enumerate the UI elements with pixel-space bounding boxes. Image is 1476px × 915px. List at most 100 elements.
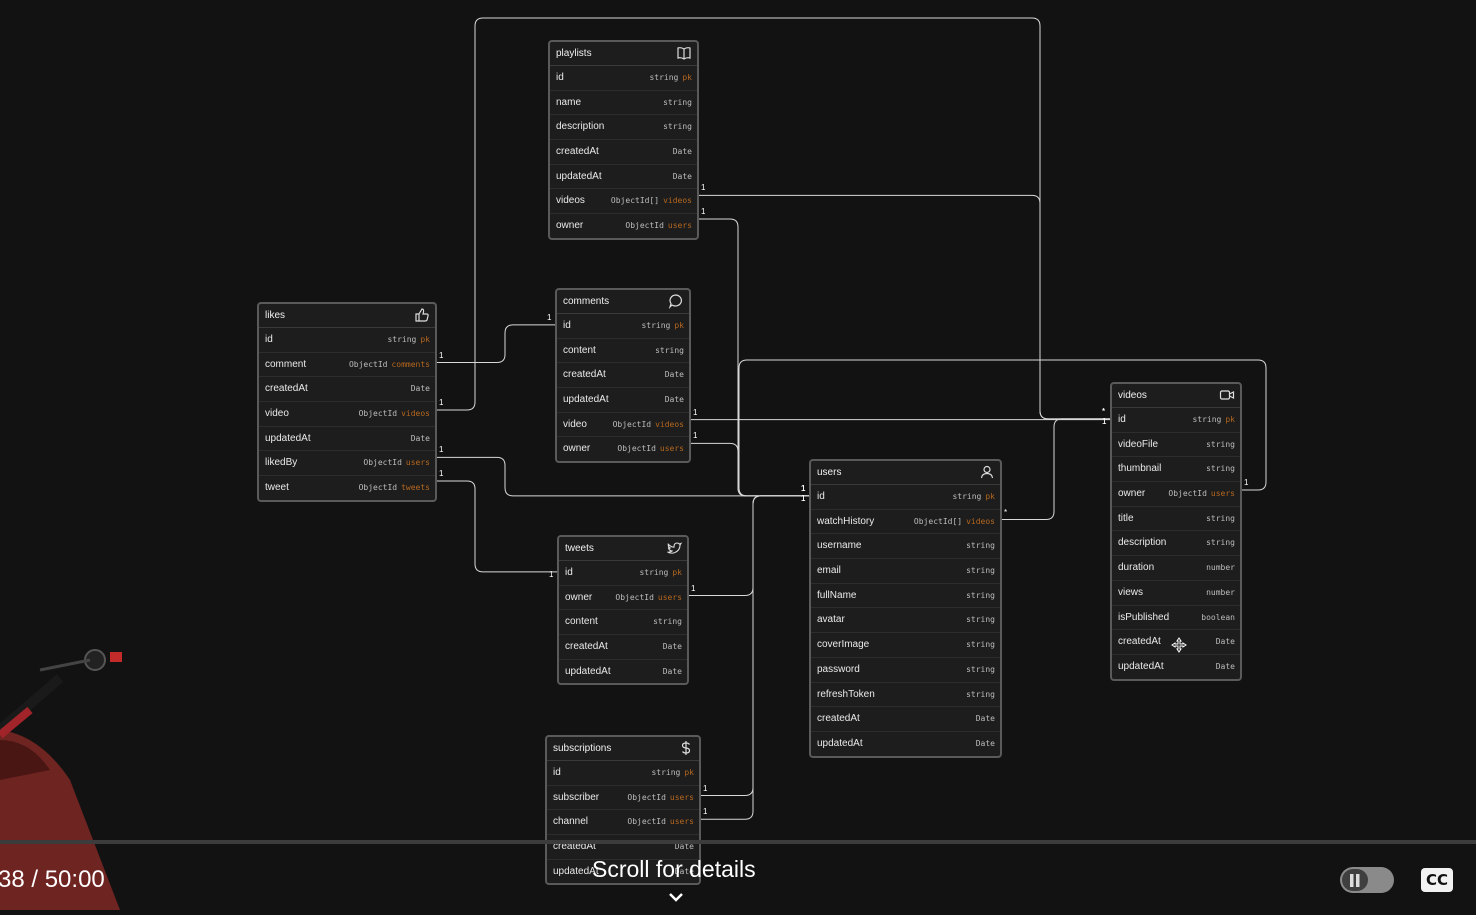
field-name: owner (1118, 488, 1146, 500)
table-header[interactable]: playlists (550, 42, 697, 66)
cardinality-label: 1 (701, 183, 706, 193)
table-header[interactable]: videos (1112, 384, 1240, 408)
field-name: views (1118, 586, 1144, 598)
cardinality-label: 1 (1244, 477, 1249, 487)
captions-button[interactable]: CC (1421, 868, 1453, 892)
chevron-down-icon[interactable] (667, 890, 685, 908)
field-name: updatedAt (563, 394, 609, 406)
cardinality-label: 1 (801, 483, 806, 493)
cardinality-label: 1 (691, 583, 696, 593)
field-type-label: Date (410, 384, 430, 394)
field-row[interactable]: watchHistory ObjectId[]videos (811, 510, 1000, 535)
video-progress-bar[interactable] (0, 840, 1476, 844)
cardinality-label: 1 (439, 350, 444, 360)
book-icon (676, 45, 692, 61)
table-header[interactable]: comments (557, 290, 689, 314)
cardinality-label: 1 (703, 783, 708, 793)
field-type: Date (663, 667, 682, 676)
table-header[interactable]: tweets (559, 537, 687, 561)
table-header[interactable]: likes (259, 304, 435, 328)
cardinality-label: 1 (547, 312, 552, 322)
field-type: ObjectId[]videos (914, 517, 995, 526)
field-type: number (1206, 563, 1235, 572)
field-name: watchHistory (817, 515, 875, 527)
table-header[interactable]: subscriptions (547, 737, 699, 761)
cardinality-label: 1 (801, 483, 806, 493)
field-name: coverImage (817, 639, 870, 651)
field-name: createdAt (553, 841, 596, 853)
field-type-label: string (966, 689, 995, 699)
scroll-for-details-label[interactable]: Scroll for details (592, 856, 756, 882)
reference-tag: comments (391, 359, 430, 369)
field-name: description (1118, 537, 1167, 549)
field-name: owner (563, 443, 591, 455)
table-name: subscriptions (553, 743, 612, 754)
field-type-label: ObjectId (617, 444, 656, 454)
field-type: string (966, 690, 995, 699)
table-header[interactable]: users (811, 461, 1000, 485)
relation-line (697, 194, 1110, 420)
